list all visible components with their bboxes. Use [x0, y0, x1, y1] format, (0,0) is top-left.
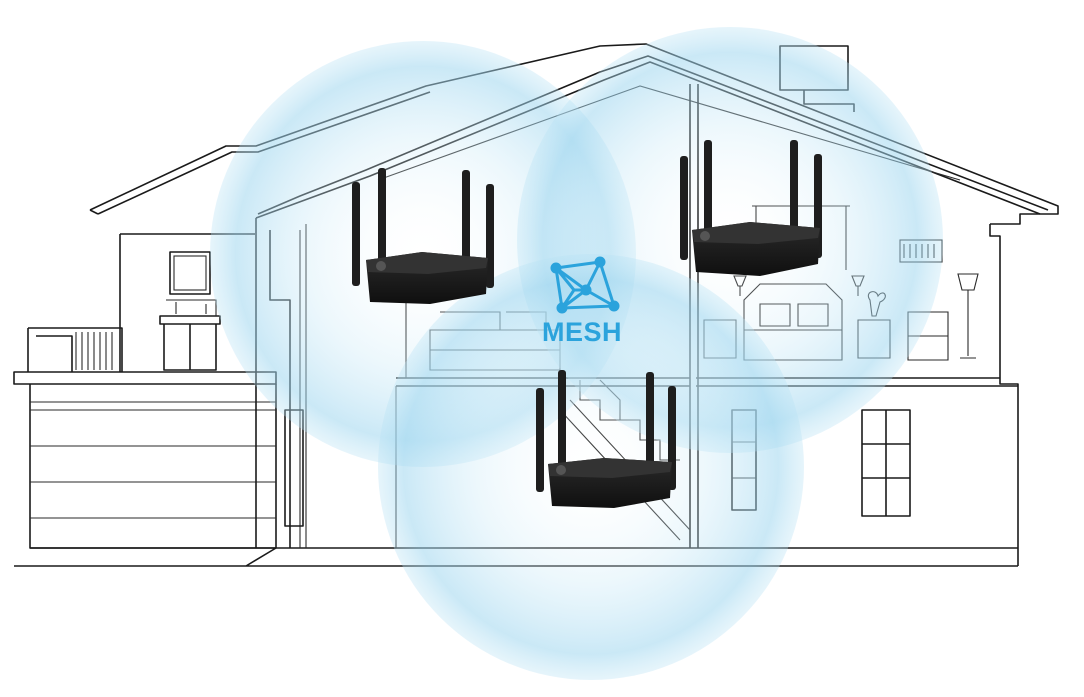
- wifi-coverage-zones: [210, 27, 943, 680]
- mesh-label: MESH: [542, 317, 622, 347]
- router-icon: [680, 140, 822, 276]
- mesh-badge: MESH: [542, 256, 622, 347]
- mesh-network-icon: [550, 256, 620, 314]
- router-icon: [352, 168, 494, 304]
- router-icon: [536, 370, 676, 508]
